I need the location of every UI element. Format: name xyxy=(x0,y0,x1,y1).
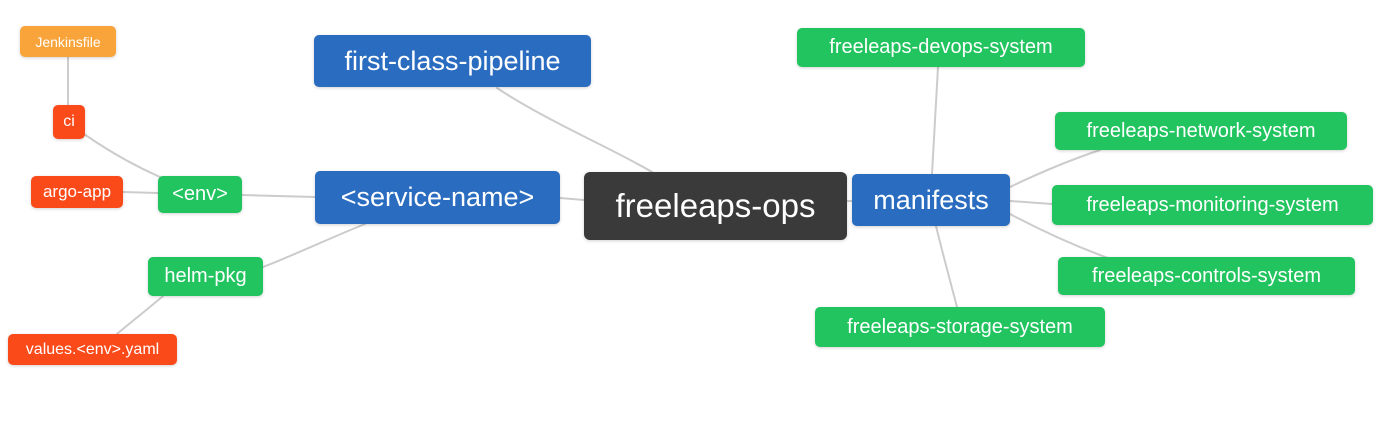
edge-manifests-monitoring xyxy=(1009,200,1053,205)
edge-env-servicename xyxy=(241,194,316,198)
node-jenkinsfile[interactable]: Jenkinsfile xyxy=(20,26,116,57)
node-freeleaps-network-system[interactable]: freeleaps-network-system xyxy=(1055,112,1347,150)
edge-argoapp-env xyxy=(122,191,159,194)
node-freeleaps-ops[interactable]: freeleaps-ops xyxy=(584,172,847,240)
node-values-env-yaml[interactable]: values.<env>.yaml xyxy=(8,334,177,365)
edge-servicename-root xyxy=(559,197,585,201)
node-freeleaps-storage-system[interactable]: freeleaps-storage-system xyxy=(815,307,1105,347)
node-ci[interactable]: ci xyxy=(53,105,85,139)
node-freeleaps-monitoring-system[interactable]: freeleaps-monitoring-system xyxy=(1052,185,1373,225)
edge-manifests-network xyxy=(1009,149,1101,188)
edge-ci-env xyxy=(83,133,161,178)
node-helm-pkg[interactable]: helm-pkg xyxy=(148,257,263,296)
edge-servicename-helmpkg xyxy=(262,223,366,268)
node-freeleaps-devops-system[interactable]: freeleaps-devops-system xyxy=(797,28,1085,67)
edge-fcp-root xyxy=(496,87,653,173)
node-first-class-pipeline[interactable]: first-class-pipeline xyxy=(314,35,591,87)
node-env[interactable]: <env> xyxy=(158,176,242,213)
node-service-name[interactable]: <service-name> xyxy=(315,171,560,224)
edge-helmpkg-values xyxy=(116,295,164,335)
edge-manifests-devops xyxy=(931,66,939,175)
node-argo-app[interactable]: argo-app xyxy=(31,176,123,208)
node-freeleaps-controls-system[interactable]: freeleaps-controls-system xyxy=(1058,257,1355,295)
edge-manifests-storage xyxy=(935,225,958,308)
edge-manifests-controls xyxy=(1009,213,1109,259)
node-manifests[interactable]: manifests xyxy=(852,174,1010,226)
